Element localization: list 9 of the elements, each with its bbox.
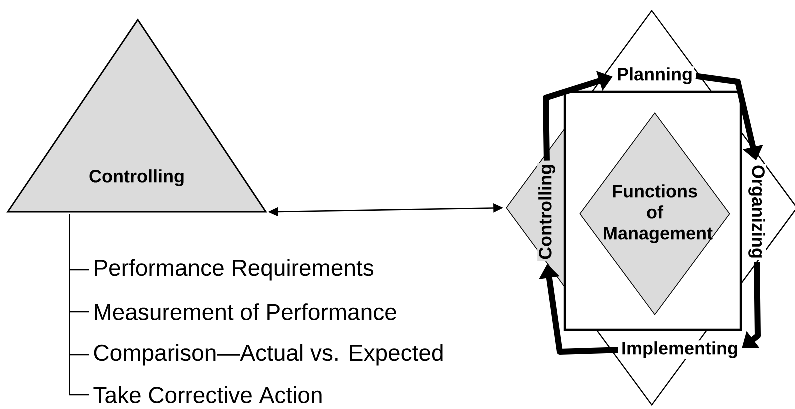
- list-item: Measurement of Performance: [95, 304, 396, 320]
- list-item: Performance Requirements: [95, 259, 374, 281]
- stage-label: Organizing: [748, 164, 766, 260]
- stage-label: Controlling: [538, 163, 556, 261]
- list-item: Take Corrective Action: [94, 386, 322, 404]
- tree-line: [69, 214, 89, 396]
- stage-label: Planning: [616, 66, 694, 86]
- stage-label: Implementing: [620, 340, 740, 360]
- list-item: Comparison—Actual vs. Expected: [94, 344, 443, 366]
